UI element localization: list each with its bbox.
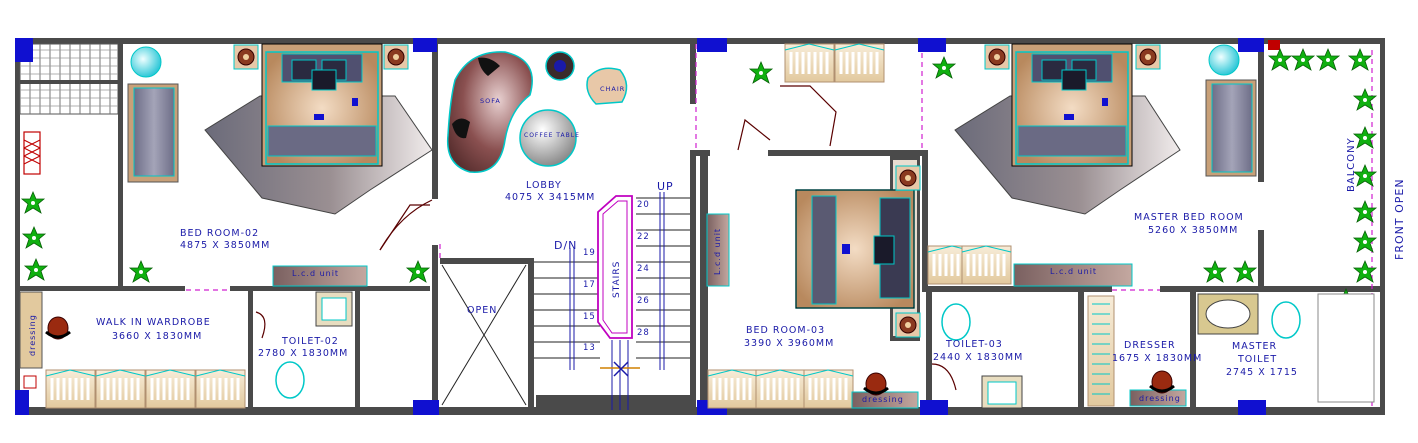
lcd-unit-label-3: L.c.d unit: [1050, 267, 1097, 276]
toilet3-dims: 2440 X 1830MM: [933, 352, 1023, 363]
bedroom3-furniture: [706, 165, 921, 410]
step-17: 17: [583, 280, 596, 290]
toilet2-name: TOILET-02: [281, 336, 339, 347]
step-22: 22: [637, 232, 650, 242]
walkin-dims: 3660 X 1830MM: [112, 331, 202, 342]
toilet3-fixtures: [931, 303, 1023, 409]
balcony-label: BALCONY: [1346, 137, 1357, 192]
lobby-furniture: [446, 51, 628, 173]
open-label: OPEN: [467, 305, 497, 316]
step-20: 20: [637, 200, 650, 210]
sofa-label: SOFA: [480, 97, 501, 105]
master-toilet-name2: TOILET: [1237, 354, 1277, 365]
step-13: 13: [583, 343, 596, 353]
bedroom3-name: BED ROOM-03: [746, 325, 825, 336]
stair-step-numbers: 19 17 15 13 20 22 24 26 28: [583, 200, 650, 353]
lobby-name: LOBBY: [526, 180, 562, 191]
lobby-dims: 4075 X 3415MM: [505, 192, 595, 203]
toilet3-name: TOILET-03: [945, 339, 1003, 350]
up-label: UP: [657, 180, 674, 193]
step-24: 24: [637, 264, 650, 274]
dresser-name: DRESSER: [1124, 340, 1176, 351]
dressing-label-3: dressing: [1139, 394, 1181, 403]
dressing-label-2: dressing: [862, 395, 904, 404]
master-bedroom-dims: 5260 X 3850MM: [1148, 225, 1238, 236]
master-toilet-fixtures: [1197, 293, 1375, 403]
toilet2-fixtures: [255, 291, 353, 399]
lcd-unit-label-1: L.c.d unit: [292, 269, 339, 278]
chair-label: CHAIR: [600, 85, 625, 93]
stairs: [534, 192, 690, 410]
columns: [15, 38, 1280, 415]
bedroom2-name: BED ROOM-02: [180, 228, 259, 239]
walkin-furniture: [19, 291, 247, 410]
dresser-dims: 1675 X 1830MM: [1112, 353, 1202, 364]
front-open-label: FRONT OPEN: [1393, 178, 1406, 260]
stairs-label: STAIRS: [612, 261, 622, 298]
coffee-table-label: COFFEE TABLE: [524, 132, 580, 139]
step-28: 28: [637, 328, 650, 338]
dresser-furniture: [1087, 295, 1187, 407]
bedroom2-furniture: [127, 43, 433, 287]
dressing-label-1: dressing: [28, 314, 37, 356]
walkin-name: WALK IN WARDROBE: [96, 317, 211, 328]
lcd-unit-label-2: L.c.d unit: [713, 228, 722, 275]
step-19: 19: [583, 248, 596, 258]
step-26: 26: [637, 296, 650, 306]
bedroom2-dims: 4875 X 3850MM: [180, 240, 270, 251]
toilet2-dims: 2780 X 1830MM: [258, 348, 348, 359]
master-bedroom-furniture: [926, 43, 1257, 287]
step-15: 15: [583, 312, 596, 322]
bedroom3-dims: 3390 X 3960MM: [744, 338, 834, 349]
master-bedroom-name: MASTER BED ROOM: [1134, 212, 1244, 223]
master-toilet-dims: 2745 X 1715: [1226, 367, 1298, 378]
master-toilet-name1: MASTER: [1232, 341, 1277, 352]
down-label: D/N: [554, 239, 577, 252]
